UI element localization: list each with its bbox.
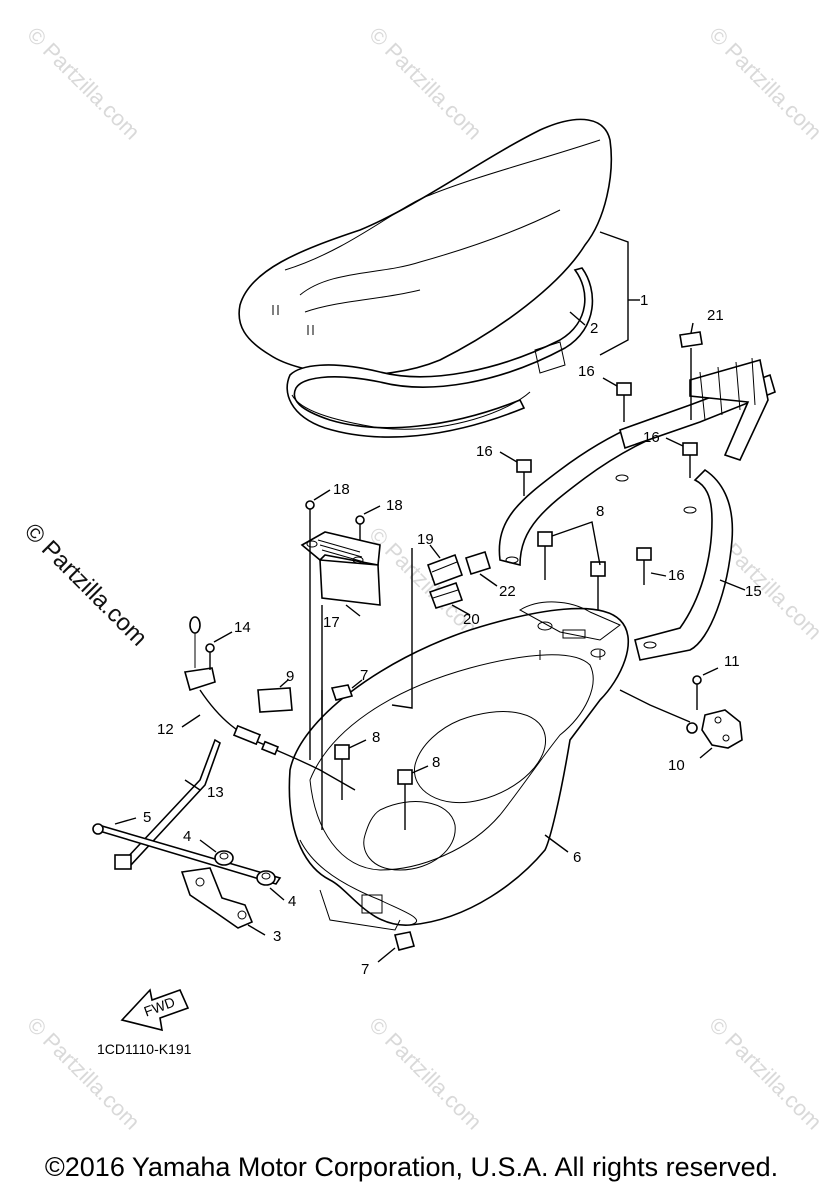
screw-11[interactable] — [692, 675, 702, 710]
cover[interactable] — [257, 687, 293, 713]
bolt-16[interactable] — [616, 382, 632, 422]
bolt-16[interactable] — [516, 459, 532, 496]
callout-4: 4 — [183, 828, 191, 845]
bolt-16[interactable] — [682, 442, 698, 478]
callout-6: 6 — [573, 849, 581, 866]
callout-8: 8 — [372, 729, 380, 746]
callout-8: 8 — [432, 754, 440, 771]
label-21[interactable] — [679, 331, 703, 348]
collar-4[interactable] — [256, 870, 276, 886]
bracket[interactable] — [180, 867, 254, 929]
callout-21: 21 — [707, 307, 724, 324]
screw-14[interactable] — [205, 643, 215, 670]
nut-7[interactable] — [394, 931, 415, 951]
bolt-16[interactable] — [636, 547, 652, 585]
label-20[interactable] — [428, 581, 464, 609]
callout-8: 8 — [596, 503, 604, 520]
callout-13: 13 — [207, 784, 224, 801]
seat-lock[interactable] — [619, 689, 743, 749]
callout-16: 16 — [578, 363, 595, 380]
callout-11: 11 — [724, 653, 740, 670]
grab-bar[interactable] — [498, 357, 776, 661]
screw-18[interactable] — [355, 515, 365, 540]
callout-4: 4 — [288, 893, 296, 910]
label-22[interactable] — [464, 550, 492, 576]
callout-16: 16 — [668, 567, 685, 584]
callout-3: 3 — [273, 928, 281, 945]
seat-seal[interactable] — [286, 267, 594, 438]
callout-10: 10 — [668, 757, 685, 774]
luggage-box[interactable] — [288, 601, 630, 931]
callout-2: 2 — [590, 320, 598, 337]
callout-18: 18 — [386, 497, 403, 514]
bolt-8[interactable] — [590, 561, 606, 610]
callout-14: 14 — [234, 619, 251, 636]
callout-7: 7 — [360, 667, 368, 684]
callout-19: 19 — [417, 531, 434, 548]
callout-18: 18 — [333, 481, 350, 498]
callout-15: 15 — [745, 583, 762, 600]
callout-22: 22 — [499, 583, 516, 600]
holder[interactable] — [300, 531, 381, 606]
fwd-arrow-icon: FWD — [120, 988, 190, 1032]
diagram-code: 1CD1110-K191 — [97, 1041, 192, 1057]
label-19[interactable] — [426, 553, 464, 587]
screw-18[interactable] — [305, 500, 315, 525]
seat[interactable] — [238, 118, 613, 376]
callout-16: 16 — [643, 429, 660, 446]
bolt-8[interactable] — [397, 769, 413, 830]
callout-7: 7 — [361, 961, 369, 978]
nut-7[interactable] — [330, 684, 354, 701]
band[interactable] — [114, 738, 221, 870]
callout-5: 5 — [143, 809, 151, 826]
callout-17: 17 — [323, 614, 340, 631]
callout-1: 1 — [640, 292, 648, 309]
callout-16: 16 — [476, 443, 493, 460]
collar-4[interactable] — [214, 850, 234, 866]
bolt-8[interactable] — [537, 531, 553, 580]
copyright-notice: ©2016 Yamaha Motor Corporation, U.S.A. A… — [44, 1152, 779, 1182]
callout-20: 20 — [463, 611, 480, 628]
cable[interactable] — [183, 616, 356, 791]
callout-12: 12 — [157, 721, 174, 738]
callout-9: 9 — [286, 668, 294, 685]
bolt-8[interactable] — [334, 744, 350, 800]
shaft[interactable] — [92, 823, 282, 885]
